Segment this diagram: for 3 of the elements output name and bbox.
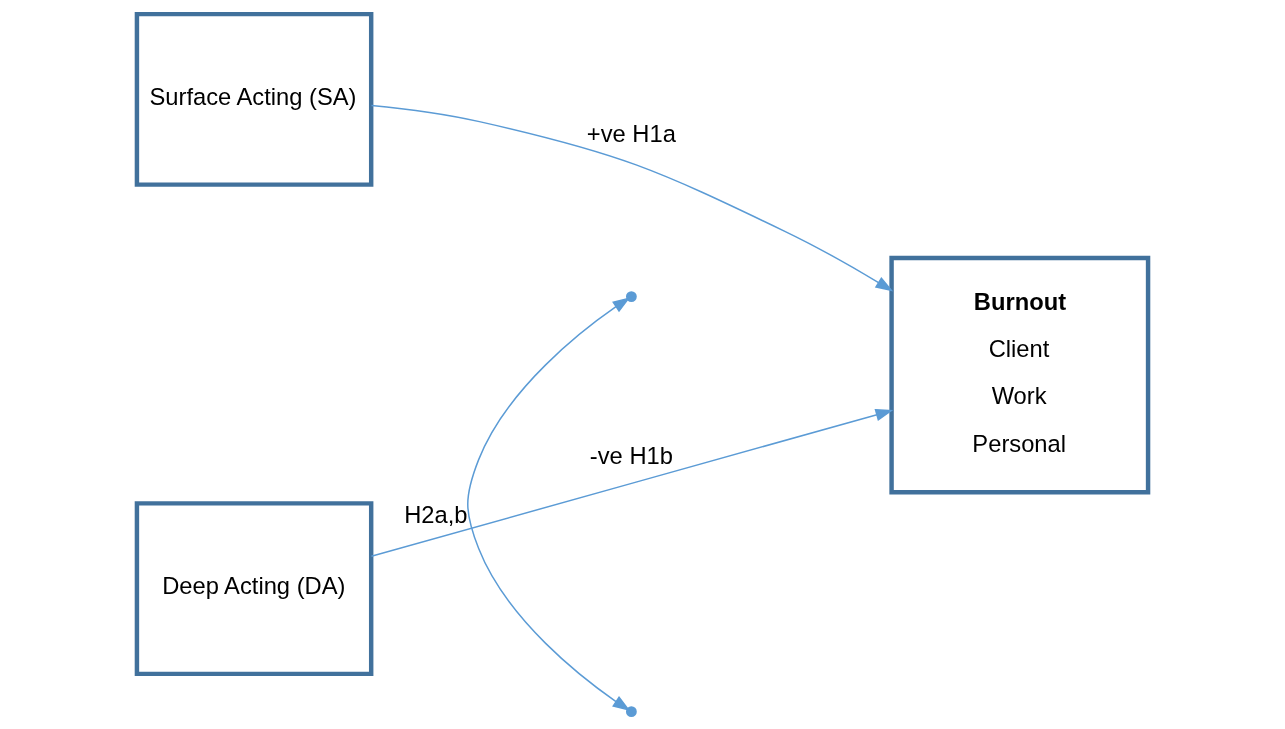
edge-label: +ve H1a — [586, 121, 676, 148]
edge-label: -ve H1b — [589, 442, 673, 469]
edge-label: H2a,b — [404, 502, 468, 529]
